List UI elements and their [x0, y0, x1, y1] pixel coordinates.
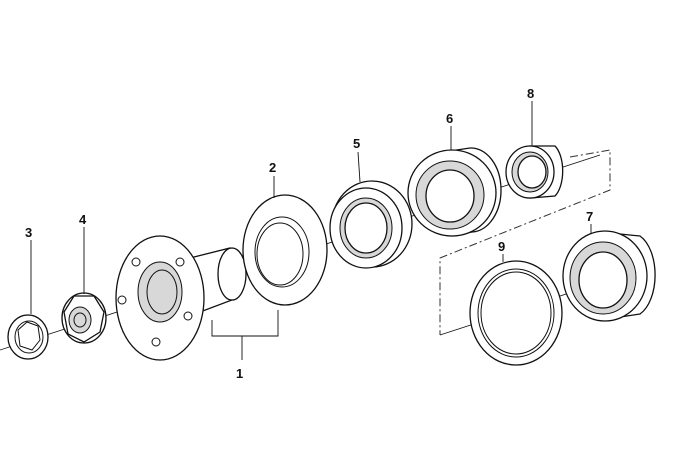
- alternative-parts-bracket: [439, 149, 611, 335]
- part-5-seal[interactable]: [329, 180, 413, 269]
- callout-6: 6: [446, 111, 453, 126]
- part-4-nut[interactable]: [61, 292, 107, 344]
- part-6-bearing[interactable]: [407, 147, 502, 237]
- callout-7: 7: [586, 209, 593, 224]
- part-2-washer[interactable]: [242, 194, 328, 306]
- part-3-ring[interactable]: [7, 314, 49, 360]
- callout-8: 8: [527, 86, 534, 101]
- part-8-sleeve[interactable]: [505, 145, 564, 199]
- callout-2: 2: [269, 160, 276, 175]
- callout-5: 5: [353, 136, 360, 151]
- part-1-hub[interactable]: [115, 235, 247, 361]
- part-7-bearing[interactable]: [562, 230, 656, 322]
- leader-lines: [30, 101, 592, 360]
- callout-9: 9: [498, 239, 505, 254]
- callout-1: 1: [236, 366, 243, 381]
- callout-4: 4: [79, 212, 87, 227]
- callout-3: 3: [25, 225, 32, 240]
- part-9-ring[interactable]: [469, 260, 563, 366]
